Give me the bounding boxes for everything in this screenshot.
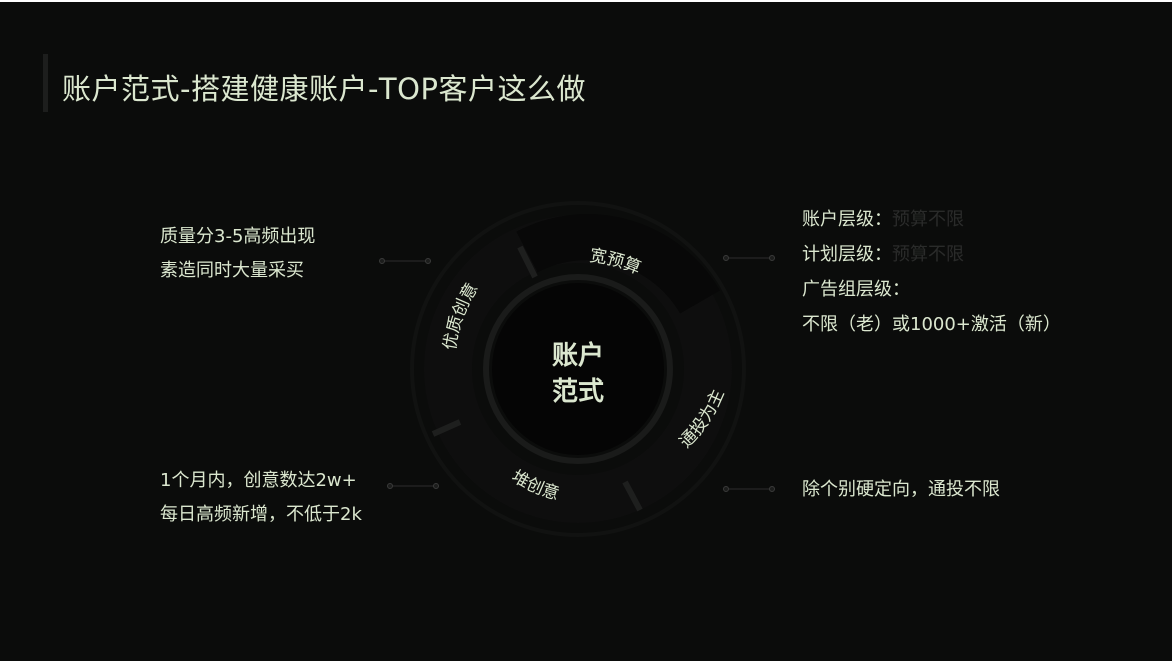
callout-bottom-right: 除个别硬定向，通投不限	[802, 473, 1000, 507]
callout-top-right: 账户层级：预算不限 计划层级：预算不限 广告组层级： 不限（老）或1000+激活…	[802, 202, 1061, 342]
center-label-line1: 账户	[552, 340, 604, 371]
callout-top-left: 质量分3-5高频出现 素造同时大量采买	[160, 220, 315, 288]
callout-top-right-line2: 计划层级：预算不限	[802, 237, 1061, 272]
callout-top-right-line4: 不限（老）或1000+激活（新）	[802, 314, 1061, 335]
callout-top-right-line3: 广告组层级：	[802, 279, 910, 300]
account-level-value: 预算不限	[892, 209, 964, 230]
callout-bottom-right-line1: 除个别硬定向，通投不限	[802, 479, 1000, 500]
connector-dots	[379, 255, 775, 492]
plan-level-value: 预算不限	[892, 244, 964, 265]
callout-bottom-left: 1个月内，创意数达2w+ 每日高频新增，不低于2k	[160, 464, 362, 532]
plan-level-label: 计划层级：	[802, 244, 892, 265]
callout-bottom-left-line1: 1个月内，创意数达2w+	[160, 470, 357, 491]
title-accent-bar	[43, 54, 48, 112]
segment-top-highlight	[516, 214, 720, 315]
callout-top-right-line1: 账户层级：预算不限	[802, 202, 1061, 237]
page-title: 账户范式-搭建健康账户-TOP客户这么做	[62, 72, 586, 106]
account-level-label: 账户层级：	[802, 209, 892, 230]
inner-ring	[483, 274, 673, 464]
callout-bottom-left-line2: 每日高频新增，不低于2k	[160, 504, 362, 525]
callout-top-left-line1: 质量分3-5高频出现	[160, 226, 316, 247]
center-circle	[492, 283, 664, 455]
connectors	[382, 257, 772, 490]
center-label-line2: 范式	[552, 377, 604, 407]
outer-ring	[410, 201, 746, 537]
callout-top-left-line2: 素造同时大量采买	[160, 260, 304, 281]
